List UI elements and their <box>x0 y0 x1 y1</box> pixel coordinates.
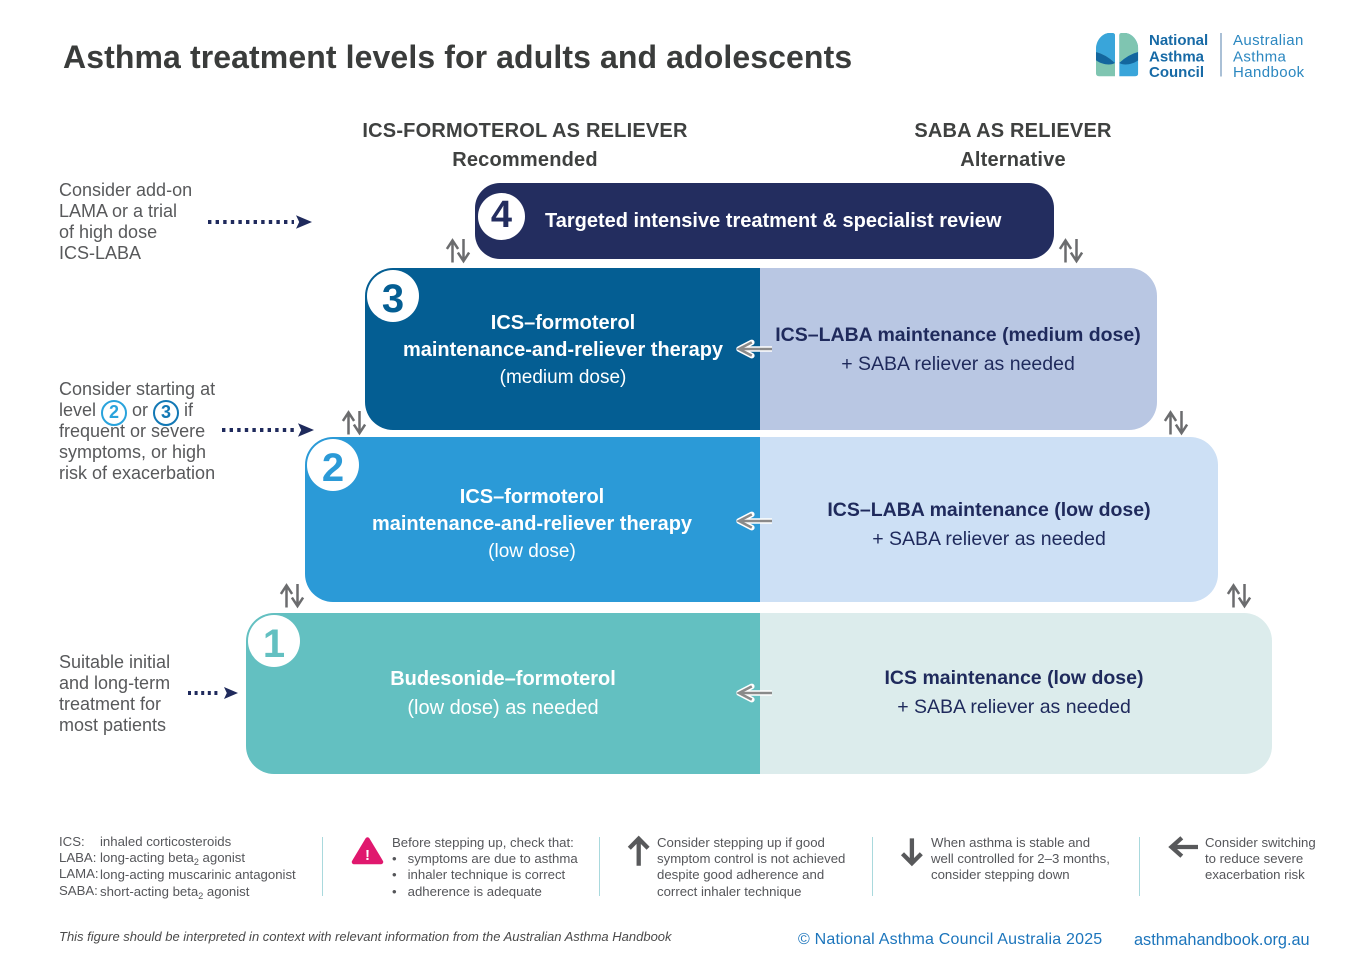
svg-text:Asthma: Asthma <box>1149 48 1205 65</box>
svg-text:!: ! <box>365 847 370 864</box>
svg-text:Australian: Australian <box>1233 33 1304 49</box>
svg-text:National: National <box>1149 33 1208 49</box>
svg-text:Handbook: Handbook <box>1233 64 1305 79</box>
svg-text:Council: Council <box>1149 64 1204 79</box>
svg-text:Asthma: Asthma <box>1233 48 1287 65</box>
